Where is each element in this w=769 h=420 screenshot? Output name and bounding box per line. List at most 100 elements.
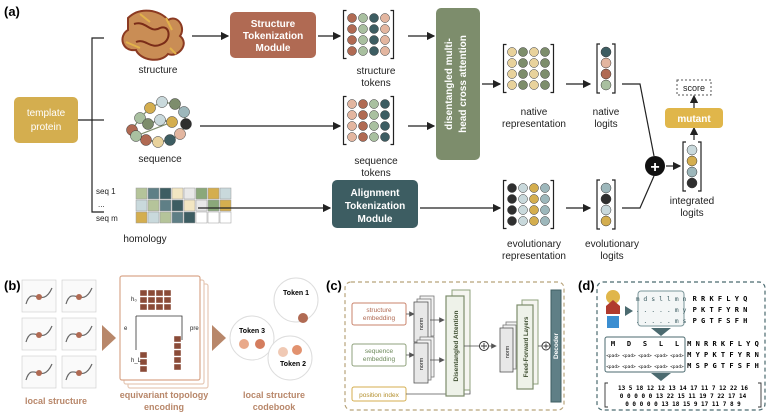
- masked-row-2: . . . . . m y: [636, 306, 687, 314]
- score-label: score: [683, 83, 705, 93]
- homology-cell: [147, 211, 160, 224]
- sequence-tokens-line2: tokens: [361, 168, 390, 179]
- token-dot: [347, 35, 357, 45]
- token-dot: [347, 121, 357, 131]
- norm-label-3: norm: [505, 345, 511, 358]
- homology-cell: [147, 187, 160, 200]
- stm-line2: Tokenization: [243, 31, 303, 42]
- encoding-label-line2: encoding: [144, 402, 184, 412]
- seq-label-2: ...: [98, 200, 105, 209]
- evo-logits-line1: evolutionary: [585, 239, 639, 250]
- homology-label: homology: [123, 234, 166, 245]
- homology-grid: [135, 187, 232, 224]
- feed-forward-block: Feed-Forward Layers: [516, 299, 539, 390]
- sequence-token-grid: [342, 95, 395, 146]
- token-dot: [347, 132, 357, 142]
- token-dot: [529, 183, 539, 193]
- bracket: [390, 9, 395, 60]
- token-dot: [518, 205, 528, 215]
- native-representation-line2: representation: [502, 119, 566, 130]
- panel-d: (d) m d s l l m n . . . . . m y . . . . …: [578, 278, 766, 411]
- token-dot: [347, 99, 357, 109]
- sequence-bead: [130, 130, 142, 142]
- encoding-cell: [139, 365, 148, 373]
- token-dot: [347, 110, 357, 120]
- token-dot: [518, 216, 528, 226]
- token-dot: [540, 69, 550, 79]
- token-dot: [507, 58, 517, 68]
- pad-rows: <pad><pad><pad><pad><pad><pad><pad><pad>…: [606, 353, 684, 370]
- mutant-box: mutant: [665, 108, 723, 128]
- matrix-row-3: 0 0 0 0 0 13 18 15 9 17 11 7 8 9: [625, 401, 741, 408]
- norm-label-1: norm: [419, 317, 425, 330]
- pad-token: <pad>: [606, 353, 620, 359]
- token-dot: [529, 216, 539, 226]
- homology-cell: [147, 199, 160, 212]
- hL-label: h_L: [131, 358, 142, 364]
- structure-tokens-line1: structure: [357, 66, 396, 77]
- encoding-cell: [163, 289, 172, 297]
- homology-cell: [207, 211, 220, 224]
- evolutionary-representation-grid: [502, 179, 555, 230]
- encoding-label-line1: equivariant topology: [120, 390, 209, 400]
- token-dot: [540, 183, 550, 193]
- homology-cell: [195, 187, 208, 200]
- svg-text:+: +: [650, 159, 659, 176]
- token-dot: [686, 177, 698, 189]
- norm-label-2: norm: [419, 357, 425, 370]
- token-dot: [380, 35, 390, 45]
- pad-token: <pad>: [622, 353, 636, 359]
- token-dot: [540, 58, 550, 68]
- evo-representation-line2: representation: [502, 251, 566, 262]
- token-dot: [600, 182, 612, 194]
- token-dot: [380, 46, 390, 56]
- sequence-tokens-line1: sequence: [354, 156, 398, 167]
- panel-a: (a) template protein structure sequence …: [4, 4, 723, 262]
- token-dot: [507, 69, 517, 79]
- template-protein-bg: [14, 97, 78, 143]
- encoding-cell: [155, 303, 164, 311]
- local-structure-label: local structure: [25, 396, 87, 406]
- arrow-d2: [651, 328, 671, 336]
- seq-row-3: P G T F S F H: [693, 317, 748, 325]
- integrated-logits-line1: integrated: [670, 196, 714, 207]
- encoding-cell: [173, 356, 182, 364]
- evo-representation-line1: evolutionary: [507, 239, 561, 250]
- bracket: [698, 141, 702, 192]
- panel-c-tag: (c): [326, 278, 342, 293]
- seq-label-1: seq 1: [96, 187, 116, 196]
- token3-label: Token 3: [239, 328, 265, 335]
- homology-cell: [207, 187, 220, 200]
- homology-cell: [183, 187, 196, 200]
- homology-cell: [219, 199, 232, 212]
- mid-header-letter: L: [659, 340, 663, 348]
- bracket: [342, 9, 347, 60]
- token-dot: [518, 47, 528, 57]
- token-dot: [529, 47, 539, 57]
- disentangled-attention-block: Disentangled Attention: [445, 289, 471, 397]
- mid-header-letter: D: [627, 340, 631, 348]
- homology-cell: [195, 199, 208, 212]
- encoding-cell: [173, 342, 182, 350]
- token-dot: [369, 99, 379, 109]
- pad-token: <pad>: [670, 364, 684, 370]
- panel-c: (c) structure embedding sequence embeddi…: [326, 278, 565, 411]
- position-index-label: position index: [359, 392, 399, 399]
- matrix-row-1: 13 5 18 12 12 13 14 17 11 7 12 22 16: [618, 385, 748, 392]
- homology-cell: [135, 199, 148, 212]
- homology-cell: [195, 211, 208, 224]
- encoding-cell: [173, 349, 182, 357]
- token-dot: [686, 155, 698, 167]
- token-dot: [529, 80, 539, 90]
- cross-attn-line1: disentangled multi-: [444, 38, 455, 130]
- structure-tokens-line2: tokens: [361, 78, 390, 89]
- panel-d-tag: (d): [578, 278, 595, 293]
- pad-token: <pad>: [654, 364, 668, 370]
- sequence-embedding-box: sequence embedding: [351, 343, 407, 367]
- sequence-bead: [140, 134, 152, 146]
- token-dot: [518, 69, 528, 79]
- integrated-logits-column: [682, 141, 702, 192]
- stm-line3: Module: [256, 43, 291, 54]
- token-dot: [600, 57, 612, 69]
